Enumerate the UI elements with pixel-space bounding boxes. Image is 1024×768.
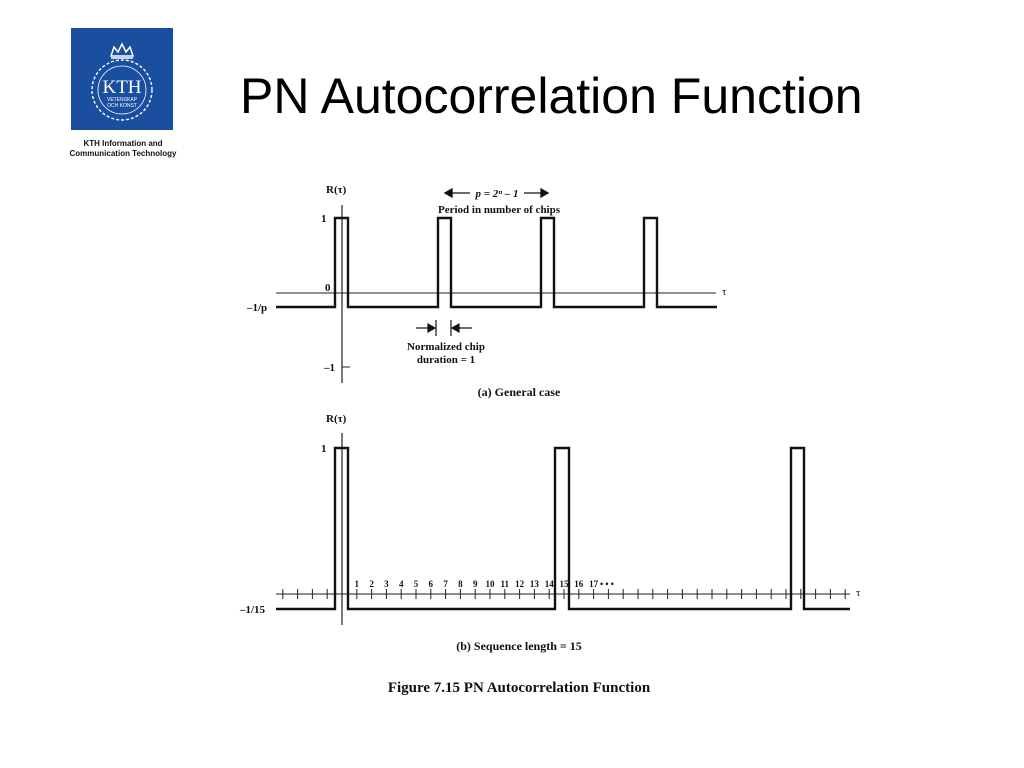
panel-b-ylabel: R(τ) xyxy=(326,413,347,425)
tick-label: 11 xyxy=(501,579,510,589)
tick-label: 5 xyxy=(414,579,419,589)
panel-b-subcaption: (b) Sequence length = 15 xyxy=(456,639,582,653)
panel-a-y-one: 1 xyxy=(321,213,327,225)
chip-label-line2: duration = 1 xyxy=(417,354,475,366)
chip-duration-arrows xyxy=(416,320,472,336)
org-line-1: KTH Information and xyxy=(83,139,163,148)
panel-b-waveform xyxy=(276,446,850,611)
slide-title: PN Autocorrelation Function xyxy=(240,68,863,124)
tick-label: 9 xyxy=(473,579,478,589)
figure-caption: Figure 7.15 PN Autocorrelation Function xyxy=(388,680,651,696)
crown-icon xyxy=(109,42,135,59)
panel-b-y-one: 1 xyxy=(321,443,327,455)
tick-label: 6 xyxy=(429,579,434,589)
tick-label: 17 xyxy=(589,579,599,589)
tick-label: 12 xyxy=(515,579,525,589)
tick-label: 16 xyxy=(574,579,584,589)
chip-label-line1: Normalized chip xyxy=(407,341,485,353)
tick-label: 8 xyxy=(458,579,463,589)
tick-label: 10 xyxy=(486,579,496,589)
logo-text: KTH xyxy=(102,77,141,98)
panel-a-y-low: –1/p xyxy=(246,302,267,314)
period-label: p = 2ⁿ – 1 xyxy=(474,188,518,200)
tick-label: 7 xyxy=(443,579,448,589)
panel-b-y-low: –1/15 xyxy=(239,604,266,616)
kth-logo: KTH VETENSKAP OCH KONST xyxy=(71,28,173,130)
panel-b-ellipsis: • • • xyxy=(600,579,614,589)
panel-a-ylabel: R(τ) xyxy=(326,184,347,196)
logo-line1: VETENSKAP xyxy=(107,97,138,103)
panel-a-y-neg-one: –1 xyxy=(323,362,335,374)
panel-b-xlabel: τ xyxy=(856,587,861,599)
org-line-2: Communication Technology xyxy=(69,149,177,158)
organization-name: KTH Information and Communication Techno… xyxy=(48,139,198,159)
panel-a-xlabel: τ xyxy=(722,286,727,298)
tick-label: 15 xyxy=(560,579,570,589)
logo-line2: OCH KONST xyxy=(107,103,137,109)
tick-label: 2 xyxy=(369,579,374,589)
tick-label: 3 xyxy=(384,579,389,589)
tick-label: 4 xyxy=(399,579,404,589)
tick-label: 14 xyxy=(545,579,555,589)
panel-a-subcaption: (a) General case xyxy=(478,385,561,399)
panel-b-tick-marks xyxy=(282,589,846,599)
tick-label: 1 xyxy=(355,579,360,589)
period-description: Period in number of chips xyxy=(438,204,561,216)
tick-label: 13 xyxy=(530,579,540,589)
period-arrows xyxy=(443,187,550,199)
panel-a: R(τ) 1 0 –1/p –1 τ p = 2ⁿ – 1 Period in … xyxy=(246,184,727,399)
panel-a-waveform xyxy=(276,216,717,309)
panel-a-y-zero: 0 xyxy=(325,282,331,294)
